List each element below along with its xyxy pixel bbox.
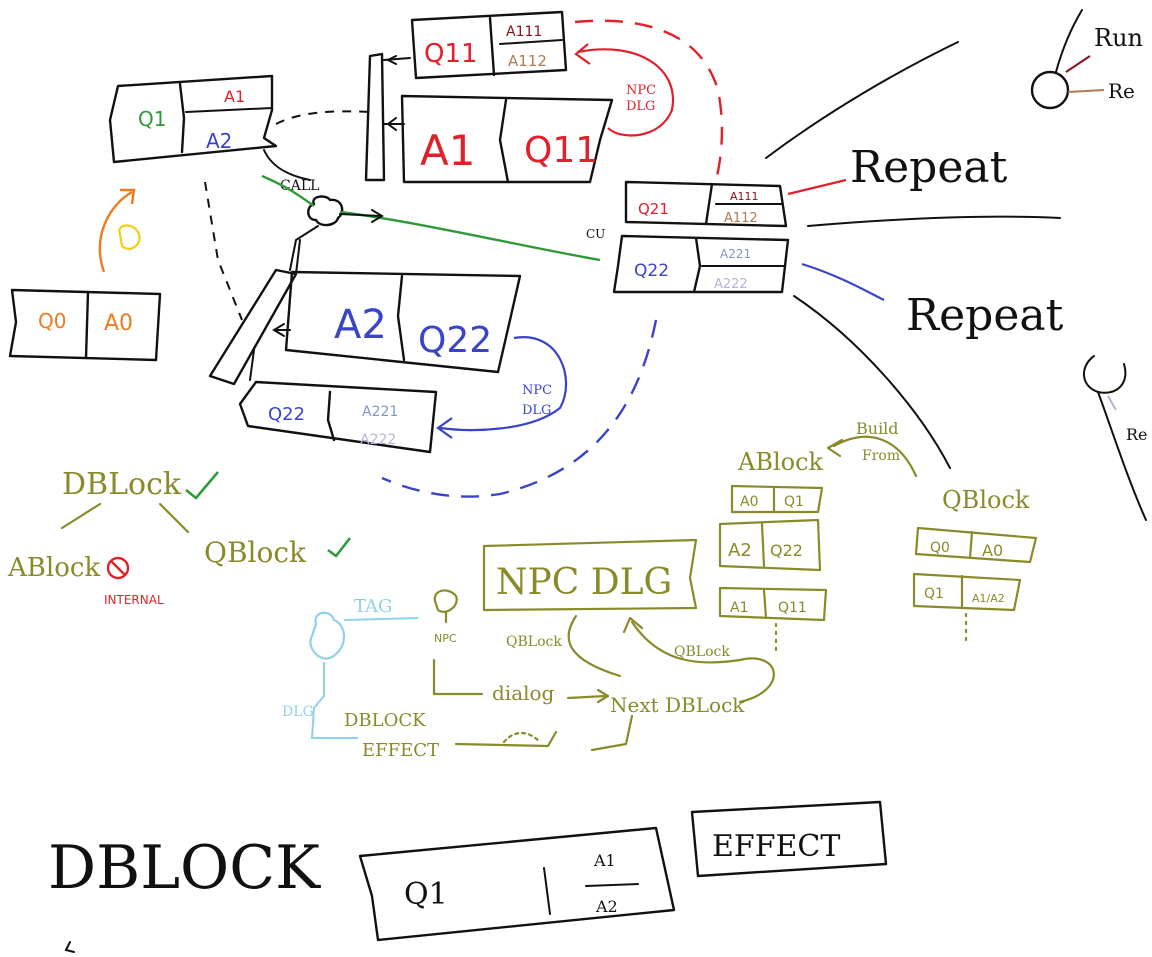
npc-dlg-box-label: NPC DLG: [496, 562, 672, 603]
a0-orange-label: A0: [104, 311, 133, 336]
a2-big-label: A2: [334, 302, 387, 348]
effect-label: EFFECT: [712, 829, 840, 864]
left-diagonal-bar: [208, 239, 301, 386]
q1-green-label: Q1: [138, 107, 166, 131]
a221-right-label: A221: [720, 247, 751, 261]
ab-row1-a: A0: [740, 494, 758, 510]
red-loop: NPC DLG: [574, 19, 724, 181]
q22-blue-label: Q22: [268, 404, 305, 425]
npc-small-label: NPC: [434, 632, 457, 645]
a1-red-label: A1: [224, 87, 245, 106]
qblock-right-label: QBlock: [942, 486, 1030, 514]
dashed-q1-to-bar: [275, 110, 371, 125]
a1-big-label: A1: [420, 126, 475, 175]
bottom-q1-label: Q1: [404, 877, 448, 912]
a2-q22-block: A2 Q22: [284, 270, 522, 374]
q1-block: Q1 A1 A2: [108, 74, 278, 164]
blue-loop: NPC DLG: [381, 319, 658, 498]
repeat-mid-label: Repeat: [906, 290, 1064, 341]
effect-box: EFFECT: [690, 800, 888, 878]
ab-row2-a: A2: [728, 540, 752, 561]
npc-dlg-red-1: NPC: [626, 83, 656, 98]
ab-row1-b: Q1: [784, 494, 804, 510]
run-label: Run: [1094, 24, 1143, 52]
q11-big-label: Q11: [524, 130, 598, 171]
q21-label: Q21: [638, 200, 669, 218]
ab-row3-b: Q11: [778, 600, 807, 616]
a111-label: A111: [506, 24, 542, 40]
knot-node: [261, 174, 601, 271]
q0-orange-label: Q0: [38, 309, 66, 333]
a222-right-label: A222: [714, 277, 748, 292]
q21-block: Q21 A111 A112: [624, 180, 788, 228]
bottom-a2-label: A2: [595, 897, 618, 916]
tag-label: TAG: [354, 596, 392, 617]
orange-arrow: [98, 190, 133, 273]
ablock-right-label: ABlock: [737, 448, 824, 476]
a221-label: A221: [362, 404, 398, 420]
from-label: From: [862, 448, 900, 464]
line-mid: [807, 215, 1061, 227]
dblock-effect-label-1: DBLOCK: [344, 710, 426, 731]
repeat-top-label: Repeat: [850, 142, 1008, 193]
dlg-cyan-label: DLG: [282, 704, 314, 720]
top-bracket: [364, 52, 411, 182]
re2-label: Re: [1126, 425, 1148, 444]
bottom-a1-label: A1: [593, 851, 616, 870]
qb-row2-a: Q1: [924, 586, 944, 602]
npc-dlg-blue-1: NPC: [522, 383, 552, 398]
tag-figure: TAG DLG: [282, 596, 419, 739]
stray-mark: [64, 941, 75, 953]
qb-row2-b: A1/A2: [972, 592, 1005, 605]
re-label: Re: [1108, 79, 1135, 103]
q22-big-label: Q22: [418, 320, 492, 361]
line-to-qblock: [793, 295, 951, 469]
npc-dlg-flow: NPC DLG NPC dialog Next DBLock QBLock QB…: [344, 538, 775, 761]
a112-label: A112: [508, 52, 547, 70]
cu-label: CU: [586, 227, 605, 241]
ablock-right: ABlock Build From A0 Q1 A2 Q22 A1 Q11: [718, 419, 918, 652]
run-node: Run Re: [1030, 9, 1143, 110]
call-stub: [263, 149, 311, 181]
line-top: [765, 41, 959, 159]
qb-row1-a: Q0: [930, 540, 950, 556]
edge-node: Re: [1083, 355, 1148, 521]
q22-block: Q22 A221 A222: [238, 349, 438, 454]
ablock-olive-label: ABlock: [7, 553, 100, 583]
dialog-label: dialog: [492, 681, 555, 705]
qblock-arrow1-label: QBLock: [506, 634, 562, 650]
ab-row3-a: A1: [730, 600, 748, 616]
red-repeat-link: [787, 178, 847, 196]
next-dblock-label: Next DBLock: [610, 693, 745, 717]
dblock-tree: DBLock ABlock INTERNAL QBlock: [7, 467, 352, 607]
build-label: Build: [856, 419, 899, 438]
a2-blue-label: A2: [206, 129, 232, 153]
dblock-big-label: DBLOCK: [48, 833, 321, 903]
ab-row2-b: Q22: [770, 541, 803, 560]
yellow-blob: [118, 224, 141, 251]
dblock-effect-label-2: EFFECT: [362, 740, 439, 761]
q11-block: Q11 A111 A112: [410, 10, 568, 80]
dblock-olive-label: DBLock: [62, 467, 182, 502]
call-label: CALL: [280, 178, 319, 194]
q11-label: Q11: [424, 39, 478, 69]
blue-repeat-link: [801, 262, 885, 301]
a112-right-label: A112: [724, 211, 758, 226]
bottom-dblock-box: Q1 A1 A2: [358, 826, 676, 942]
qb-row1-b: A0: [982, 541, 1003, 560]
qblock-olive-label: QBlock: [204, 536, 307, 569]
qblock-arrow2-label: QBLock: [674, 644, 730, 660]
qblock-right: QBlock Q0 A0 Q1 A1/A2: [912, 486, 1038, 644]
q0-a0-block: Q0 A0: [8, 288, 162, 362]
npc-dlg-red-2: DLG: [626, 99, 655, 114]
a111-right-label: A111: [730, 190, 759, 203]
q22-right-block: Q22 A221 A222: [612, 234, 790, 294]
q22-right-label: Q22: [634, 261, 669, 281]
internal-label: INTERNAL: [104, 593, 164, 607]
dashed-q1-down: [204, 181, 243, 321]
a222-label: A222: [360, 432, 396, 448]
a1-q11-block: A1 Q11: [400, 94, 614, 184]
npc-dlg-blue-2: DLG: [522, 403, 551, 418]
